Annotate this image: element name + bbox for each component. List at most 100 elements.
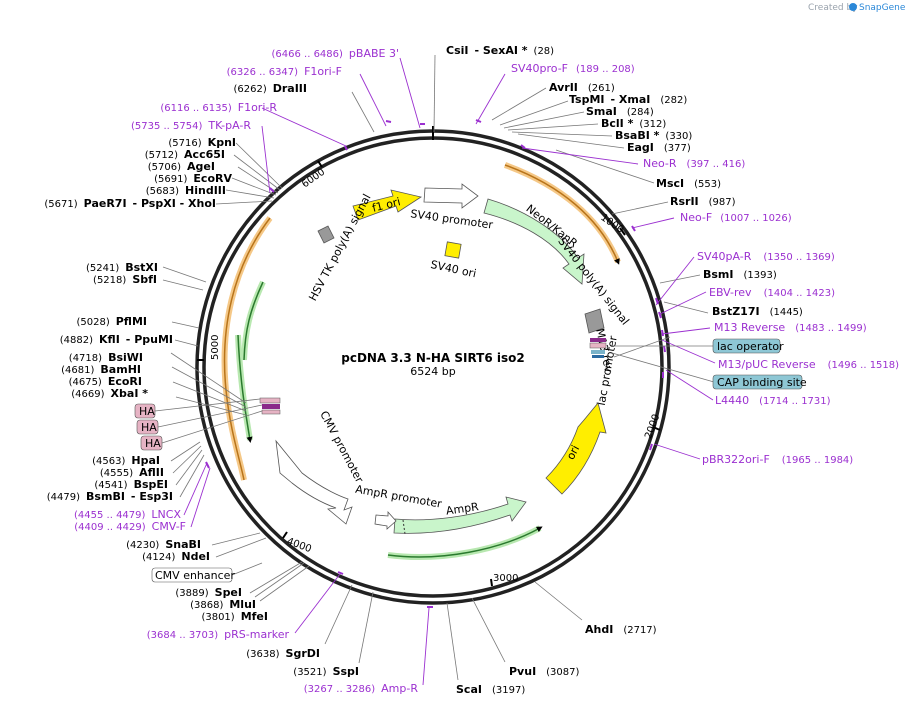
primer-tk-pa-r[interactable]: TK-pA-R	[207, 119, 251, 132]
primer-sv40pro-f[interactable]: SV40pro-F	[511, 62, 568, 75]
svg-text:(5735 .. 5754)TK-pA-R: (5735 .. 5754)TK-pA-R	[131, 119, 251, 132]
hsv-tk-polya-feature[interactable]	[317, 225, 335, 244]
enzyme-bsmi[interactable]: BsmI	[703, 268, 734, 281]
svg-text:(3801)MfeI: (3801)MfeI	[201, 610, 268, 623]
sv40-ori-feature[interactable]	[444, 241, 462, 259]
enzyme-msci[interactable]: MscI	[656, 177, 684, 190]
enzyme-bsabi[interactable]: BsaBI *	[615, 129, 660, 142]
enzyme-csii[interactable]: CsiI	[446, 44, 468, 57]
enzyme-bstz17i[interactable]: BstZ17I	[712, 305, 760, 318]
primer-m13-puc-reverse[interactable]: M13/pUC Reverse	[718, 358, 816, 371]
enzyme-bsiwi[interactable]: BsiWI	[108, 351, 143, 364]
ha-tag-cluster[interactable]	[259, 397, 281, 415]
svg-text:(4882)KflI- PpuMI: (4882)KflI- PpuMI	[60, 333, 173, 346]
primer-sv40pa-r[interactable]: SV40pA-R	[697, 250, 752, 263]
primer-prs-marker[interactable]: pRS-marker	[224, 628, 289, 641]
svg-text:TspMI- XmaI(282): TspMI- XmaI(282)	[569, 93, 687, 106]
svg-text:(5716)KpnI: (5716)KpnI	[168, 136, 236, 149]
enzyme-sgrdi[interactable]: SgrDI	[286, 647, 320, 660]
svg-text:(4479)BsmBI- Esp3I: (4479)BsmBI- Esp3I	[47, 490, 173, 503]
enzyme-hindiii[interactable]: HindIII	[185, 184, 226, 197]
ampr-promoter-feature[interactable]	[374, 510, 397, 530]
ha-tag-box-2[interactable]	[136, 419, 159, 435]
svg-text:L4440(1714 .. 1731): L4440(1714 .. 1731)	[715, 394, 831, 407]
primer-pbabe3[interactable]: pBABE 3'	[349, 47, 399, 60]
enzyme-sbfi[interactable]: SbfI	[132, 273, 157, 286]
primer-pbr322ori-f[interactable]: pBR322ori-F	[702, 453, 770, 466]
hsv-tk-polya-label: HSV TK poly(A) signal	[306, 192, 373, 303]
enzyme-mlui[interactable]: MluI	[229, 598, 256, 611]
enzyme-bsmbi[interactable]: BsmBI	[86, 490, 125, 503]
lac-operator-box[interactable]	[712, 338, 781, 354]
enzyme-mfei[interactable]: MfeI	[241, 610, 268, 623]
enzyme-aflii[interactable]: AflII	[139, 466, 164, 479]
cmv-promoter-feature[interactable]	[275, 439, 353, 525]
f1-ori-label: f1 ori	[371, 195, 402, 215]
svg-text:(5241)BstXI: (5241)BstXI	[86, 261, 158, 274]
enzyme-eagi[interactable]: EagI	[627, 141, 654, 154]
enzyme-rsrii[interactable]: RsrII	[670, 195, 699, 208]
enzyme-hpai[interactable]: HpaI	[131, 454, 160, 467]
enzyme-draiii[interactable]: DraIII	[273, 82, 307, 95]
enzyme-acc65i[interactable]: Acc65I	[184, 148, 225, 161]
cap-binding-site-box[interactable]	[712, 374, 803, 390]
primer-f1ori-r[interactable]: F1ori-R	[238, 101, 278, 114]
primer-amp-r[interactable]: Amp-R	[381, 682, 418, 695]
enzyme-bstxi[interactable]: BstXI	[125, 261, 158, 274]
orf-green-arc-1[interactable]	[241, 280, 266, 361]
enzyme-scai[interactable]: ScaI	[456, 683, 482, 696]
enzyme-bspei[interactable]: BspEI	[134, 478, 168, 491]
enzyme-xbai[interactable]: XbaI *	[111, 387, 149, 400]
enzyme-ecorv[interactable]: EcoRV	[193, 172, 232, 185]
neor-kanr-feature[interactable]	[483, 198, 585, 285]
ha-tag-box-1[interactable]	[134, 403, 156, 419]
svg-text:(4409 .. 4429)CMV-F: (4409 .. 4429)CMV-F	[74, 520, 186, 533]
f1-ori-feature[interactable]	[352, 189, 423, 221]
enzyme-ahdi[interactable]: AhdI	[585, 623, 613, 636]
enzyme-labels: CsiI- SexAI *(28) AvrII(261) TspMI- XmaI…	[44, 44, 803, 696]
primer-cmv-f[interactable]: CMV-F	[152, 520, 186, 533]
svg-text:(5706)AgeI: (5706)AgeI	[148, 160, 215, 173]
enzyme-sspi[interactable]: SspI	[333, 665, 359, 678]
ampr-feature[interactable]	[393, 496, 527, 534]
sv40-polya-feature[interactable]	[584, 308, 605, 334]
ha-tag-label-3: HA	[145, 437, 161, 450]
enzyme-kfli[interactable]: KflI	[99, 333, 120, 346]
primer-m13-reverse[interactable]: M13 Reverse	[714, 321, 785, 334]
primer-neo-r[interactable]: Neo-R	[643, 157, 677, 170]
enzyme-csii-extra[interactable]: - SexAI *	[474, 44, 527, 57]
enzyme-paer7i[interactable]: PaeR7I	[84, 197, 127, 210]
enzyme-kpni[interactable]: KpnI	[208, 136, 236, 149]
svg-text:(3267 .. 3286)Amp-R: (3267 .. 3286)Amp-R	[304, 682, 419, 695]
enzyme-tspmi[interactable]: TspMI	[569, 93, 605, 106]
primer-lncx[interactable]: LNCX	[151, 508, 181, 521]
enzyme-spei[interactable]: SpeI	[215, 586, 242, 599]
enzyme-ndei[interactable]: NdeI	[181, 550, 210, 563]
svg-text:(6326 .. 6347)F1ori-F: (6326 .. 6347)F1ori-F	[227, 65, 342, 78]
svg-text:(3638)SgrDI: (3638)SgrDI	[246, 647, 320, 660]
enzyme-avrii[interactable]: AvrII	[549, 81, 578, 94]
cmv-enhancer-box[interactable]	[151, 567, 233, 583]
enzyme-snabi[interactable]: SnaBI	[165, 538, 201, 551]
plasmid-name: pcDNA 3.3 N-HA SIRT6 iso2	[341, 351, 525, 365]
svg-text:(6116 .. 6135)F1ori-R: (6116 .. 6135)F1ori-R	[160, 101, 277, 114]
primer-f1ori-f[interactable]: F1ori-F	[304, 65, 342, 78]
primer-neo-f[interactable]: Neo-F	[680, 211, 712, 224]
primer-ebv-rev[interactable]: EBV-rev	[709, 286, 752, 299]
ori-feature[interactable]	[545, 402, 607, 495]
lac-operator-cluster[interactable]	[589, 338, 607, 358]
enzyme-agei[interactable]: AgeI	[187, 160, 215, 173]
enzyme-smai[interactable]: SmaI	[586, 105, 617, 118]
ha-tag-box-3[interactable]	[140, 435, 163, 451]
tick-3000: 3000	[493, 573, 518, 584]
enzyme-bamhi[interactable]: BamHI	[100, 363, 141, 376]
svg-text:Neo-R(397 .. 416): Neo-R(397 .. 416)	[643, 157, 745, 170]
enzyme-ecori[interactable]: EcoRI	[108, 375, 142, 388]
enzyme-bcli[interactable]: BclI *	[601, 117, 634, 130]
enzyme-pvui[interactable]: PvuI	[509, 665, 536, 678]
primer-l4440[interactable]: L4440	[715, 394, 749, 407]
sv40-promoter-feature[interactable]	[423, 183, 479, 209]
enzyme-pflmi[interactable]: PflMI	[116, 315, 147, 328]
svg-text:PvuI(3087): PvuI(3087)	[509, 665, 580, 678]
